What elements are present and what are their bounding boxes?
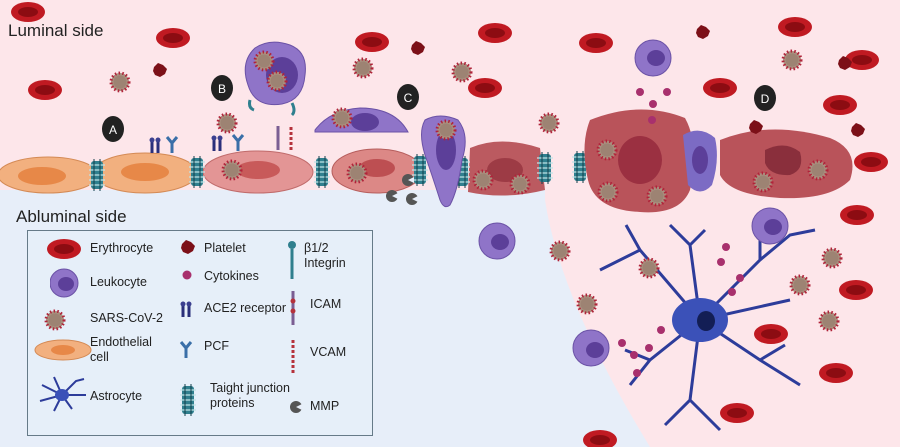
astrocyte-icon — [39, 376, 86, 412]
erythrocyte-icon — [47, 239, 81, 259]
svg-text:A: A — [109, 123, 117, 137]
legend-platelet: Platelet — [204, 241, 246, 255]
legend-mmp: MMP — [310, 399, 340, 413]
svg-text:D: D — [761, 92, 770, 106]
integrin-icon — [288, 241, 296, 279]
svg-text:B: B — [218, 82, 226, 96]
legend-erythrocyte: Erythrocyte — [90, 241, 154, 255]
pcf-icon — [179, 340, 193, 360]
legend: Erythrocyte Leukocyte SARS-CoV-2 Endothe… — [27, 230, 373, 436]
marker-a: A — [102, 116, 124, 142]
svg-text:C: C — [404, 91, 413, 105]
leukocyte-icon — [50, 268, 79, 298]
luminal-side-label: Luminal side — [8, 21, 104, 40]
tight-junction-icon — [179, 383, 197, 417]
legend-tight-junction: Taight junction proteins — [210, 381, 290, 410]
marker-b: B — [211, 75, 233, 101]
legend-sars: SARS-CoV-2 — [90, 311, 163, 325]
cytokines — [618, 88, 744, 377]
leukocyte-c — [314, 107, 466, 208]
mmp-icon — [290, 401, 302, 413]
endothelial-cell-icon — [34, 339, 92, 361]
legend-leukocyte: Leukocyte — [90, 275, 147, 289]
marker-d: D — [754, 85, 776, 111]
legend-astrocyte: Astrocyte — [90, 389, 143, 403]
marker-c: C — [397, 84, 419, 110]
virus-icon — [44, 309, 66, 331]
abluminal-side-label: Abluminal side — [16, 207, 127, 226]
legend-endothelial: Endothelial cell — [90, 335, 152, 364]
damaged-endothelium — [584, 109, 853, 213]
vcam-icon — [291, 339, 295, 373]
legend-cytokines: Cytokines — [204, 269, 259, 283]
legend-pcf: PCF — [204, 339, 229, 353]
platelet-icon — [181, 240, 195, 254]
icam-icon — [290, 291, 296, 325]
ace2-icon — [179, 300, 193, 319]
legend-icam: ICAM — [310, 297, 342, 311]
cytokine-icon — [182, 270, 192, 280]
legend-vcam: VCAM — [310, 345, 347, 359]
legend-ace2: ACE2 receptor — [204, 301, 286, 315]
legend-integrin: β1/2 Integrin — [304, 241, 346, 270]
